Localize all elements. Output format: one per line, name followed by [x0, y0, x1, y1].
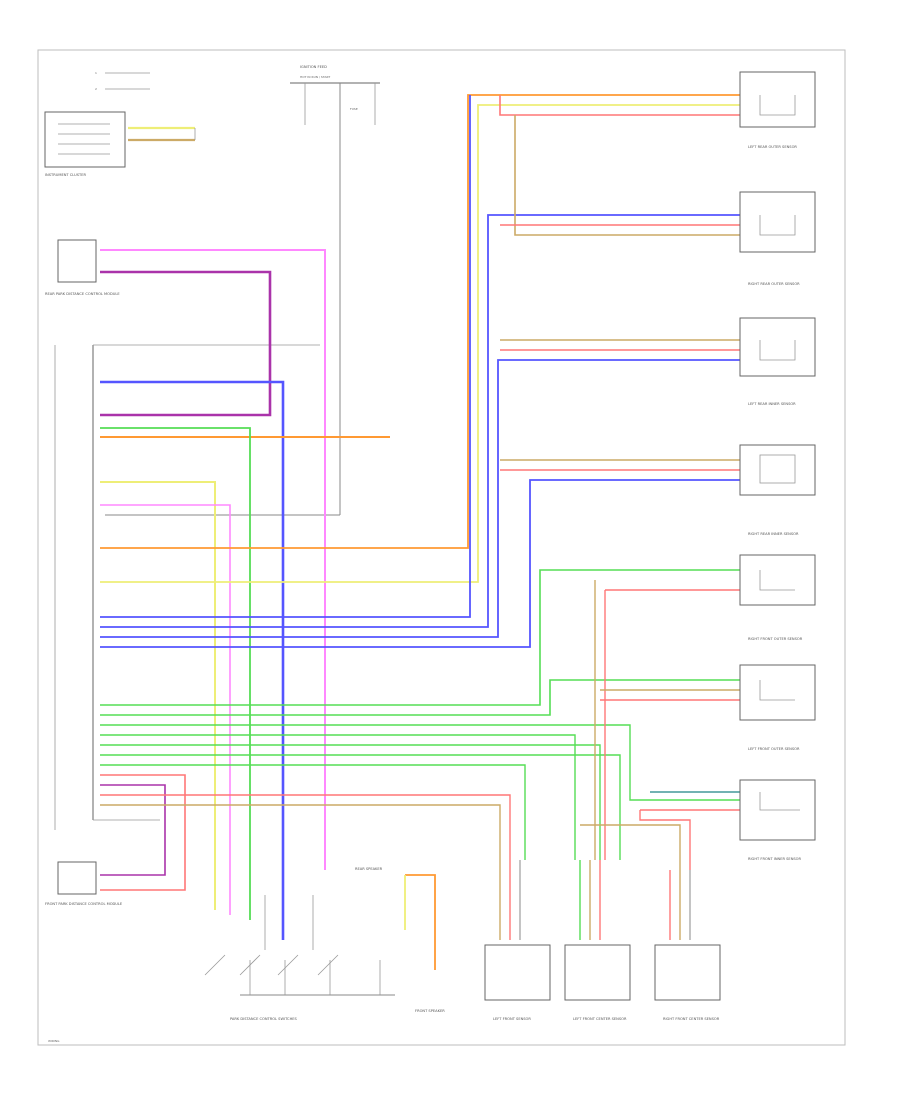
footer-code: WIRING	[48, 1039, 60, 1043]
ignition-feed-label: IGNITION FEED	[300, 65, 327, 69]
sensor-right-rear-outer: RIGHT REAR OUTER SENSOR	[739, 191, 816, 286]
sensor-left-rear-inner: LEFT REAR INNER SENSOR	[739, 317, 816, 406]
front-park-control-label: FRONT PARK DISTANCE CONTROL MODULE	[45, 902, 123, 906]
instrument-cluster-label: INSTRUMENT CLUSTER	[45, 173, 86, 177]
switch-group: PARK DISTANCE CONTROL SWITCHES	[204, 954, 339, 1021]
legend: 1 2	[95, 71, 150, 91]
left-front-outer-label: LEFT FRONT OUTER SENSOR	[748, 747, 800, 751]
sensor-right-front-inner: RIGHT FRONT INNER SENSOR	[739, 779, 816, 861]
left-rear-inner-label: LEFT REAR INNER SENSOR	[748, 402, 796, 406]
right-front-center-label: RIGHT FRONT CENTER SENSOR	[663, 1017, 720, 1021]
right-front-inner-label: RIGHT FRONT INNER SENSOR	[748, 857, 801, 861]
legend-item-1: 1	[95, 71, 97, 75]
legend-item-2: 2	[95, 87, 97, 91]
left-rear-outer-label: LEFT REAR OUTER SENSOR	[748, 145, 797, 149]
wires	[100, 94, 740, 996]
sensor-right-front-outer: RIGHT FRONT OUTER SENSOR	[739, 554, 816, 641]
rear-speaker-label: REAR SPEAKER	[355, 867, 383, 871]
sensor-left-front: LEFT FRONT SENSOR	[484, 860, 551, 1021]
left-front-sensor-label: LEFT FRONT SENSOR	[493, 1017, 531, 1021]
rear-park-control-module: REAR PARK DISTANCE CONTROL MODULE	[45, 239, 320, 830]
ignition-feed: IGNITION FEED HOT IN RUN / START FUSE	[105, 65, 380, 516]
right-rear-outer-label: RIGHT REAR OUTER SENSOR	[748, 282, 800, 286]
front-speaker-label: FRONT SPEAKER	[415, 1009, 445, 1013]
diagram-frame	[37, 49, 846, 1046]
right-front-outer-label: RIGHT FRONT OUTER SENSOR	[748, 637, 803, 641]
switch-group-label: PARK DISTANCE CONTROL SWITCHES	[230, 1017, 298, 1021]
sensor-left-front-center: LEFT FRONT CENTER SENSOR	[564, 860, 631, 1021]
sensor-right-front-center: RIGHT FRONT CENTER SENSOR	[654, 870, 721, 1021]
ignition-note: HOT IN RUN / START	[300, 75, 330, 79]
sensor-right-rear-inner: RIGHT REAR INNER SENSOR	[739, 444, 816, 536]
front-park-control-module: FRONT PARK DISTANCE CONTROL MODULE	[45, 861, 123, 906]
rear-park-control-label: REAR PARK DISTANCE CONTROL MODULE	[45, 292, 120, 296]
sensor-left-front-outer: LEFT FRONT OUTER SENSOR	[739, 664, 816, 751]
fuse-note: FUSE	[350, 107, 358, 111]
right-rear-inner-label: RIGHT REAR INNER SENSOR	[748, 532, 799, 536]
rear-speaker: REAR SPEAKER FRONT SPEAKER	[355, 867, 445, 1013]
left-front-center-label: LEFT FRONT CENTER SENSOR	[573, 1017, 627, 1021]
instrument-cluster: INSTRUMENT CLUSTER	[44, 111, 196, 177]
sensor-left-rear-outer: LEFT REAR OUTER SENSOR	[739, 71, 816, 149]
